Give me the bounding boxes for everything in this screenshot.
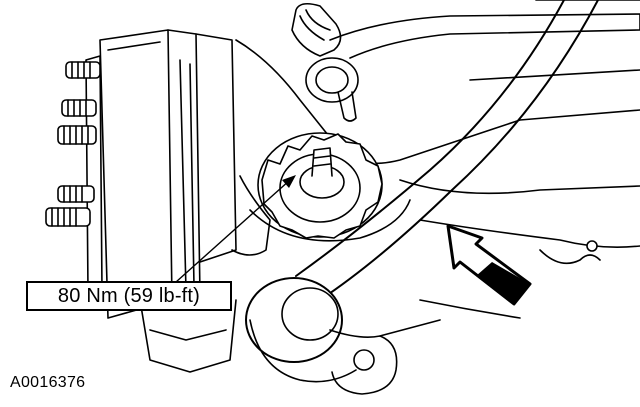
- wheel-stud: [65, 61, 101, 79]
- wheel-stud: [57, 125, 97, 145]
- stabilizer-bar: [295, 0, 640, 301]
- figure-id-label: A0016376: [10, 374, 86, 391]
- wheel-stud: [61, 99, 97, 117]
- torque-callout-label: 80 Nm (59 lb-ft): [57, 284, 201, 307]
- stabilizer-link-bushing: [245, 277, 441, 395]
- wheel-studs: [45, 61, 101, 227]
- direction-arrow-icon: [446, 224, 532, 306]
- tie-rod-end: [291, 2, 640, 122]
- wheel-stud: [57, 185, 95, 203]
- torque-callout-box: 80 Nm (59 lb-ft): [26, 281, 232, 311]
- callout-leader: [175, 175, 296, 283]
- wheel-stud: [45, 207, 91, 227]
- ball-joint-nut: [249, 132, 411, 242]
- hub-assembly: [85, 29, 237, 373]
